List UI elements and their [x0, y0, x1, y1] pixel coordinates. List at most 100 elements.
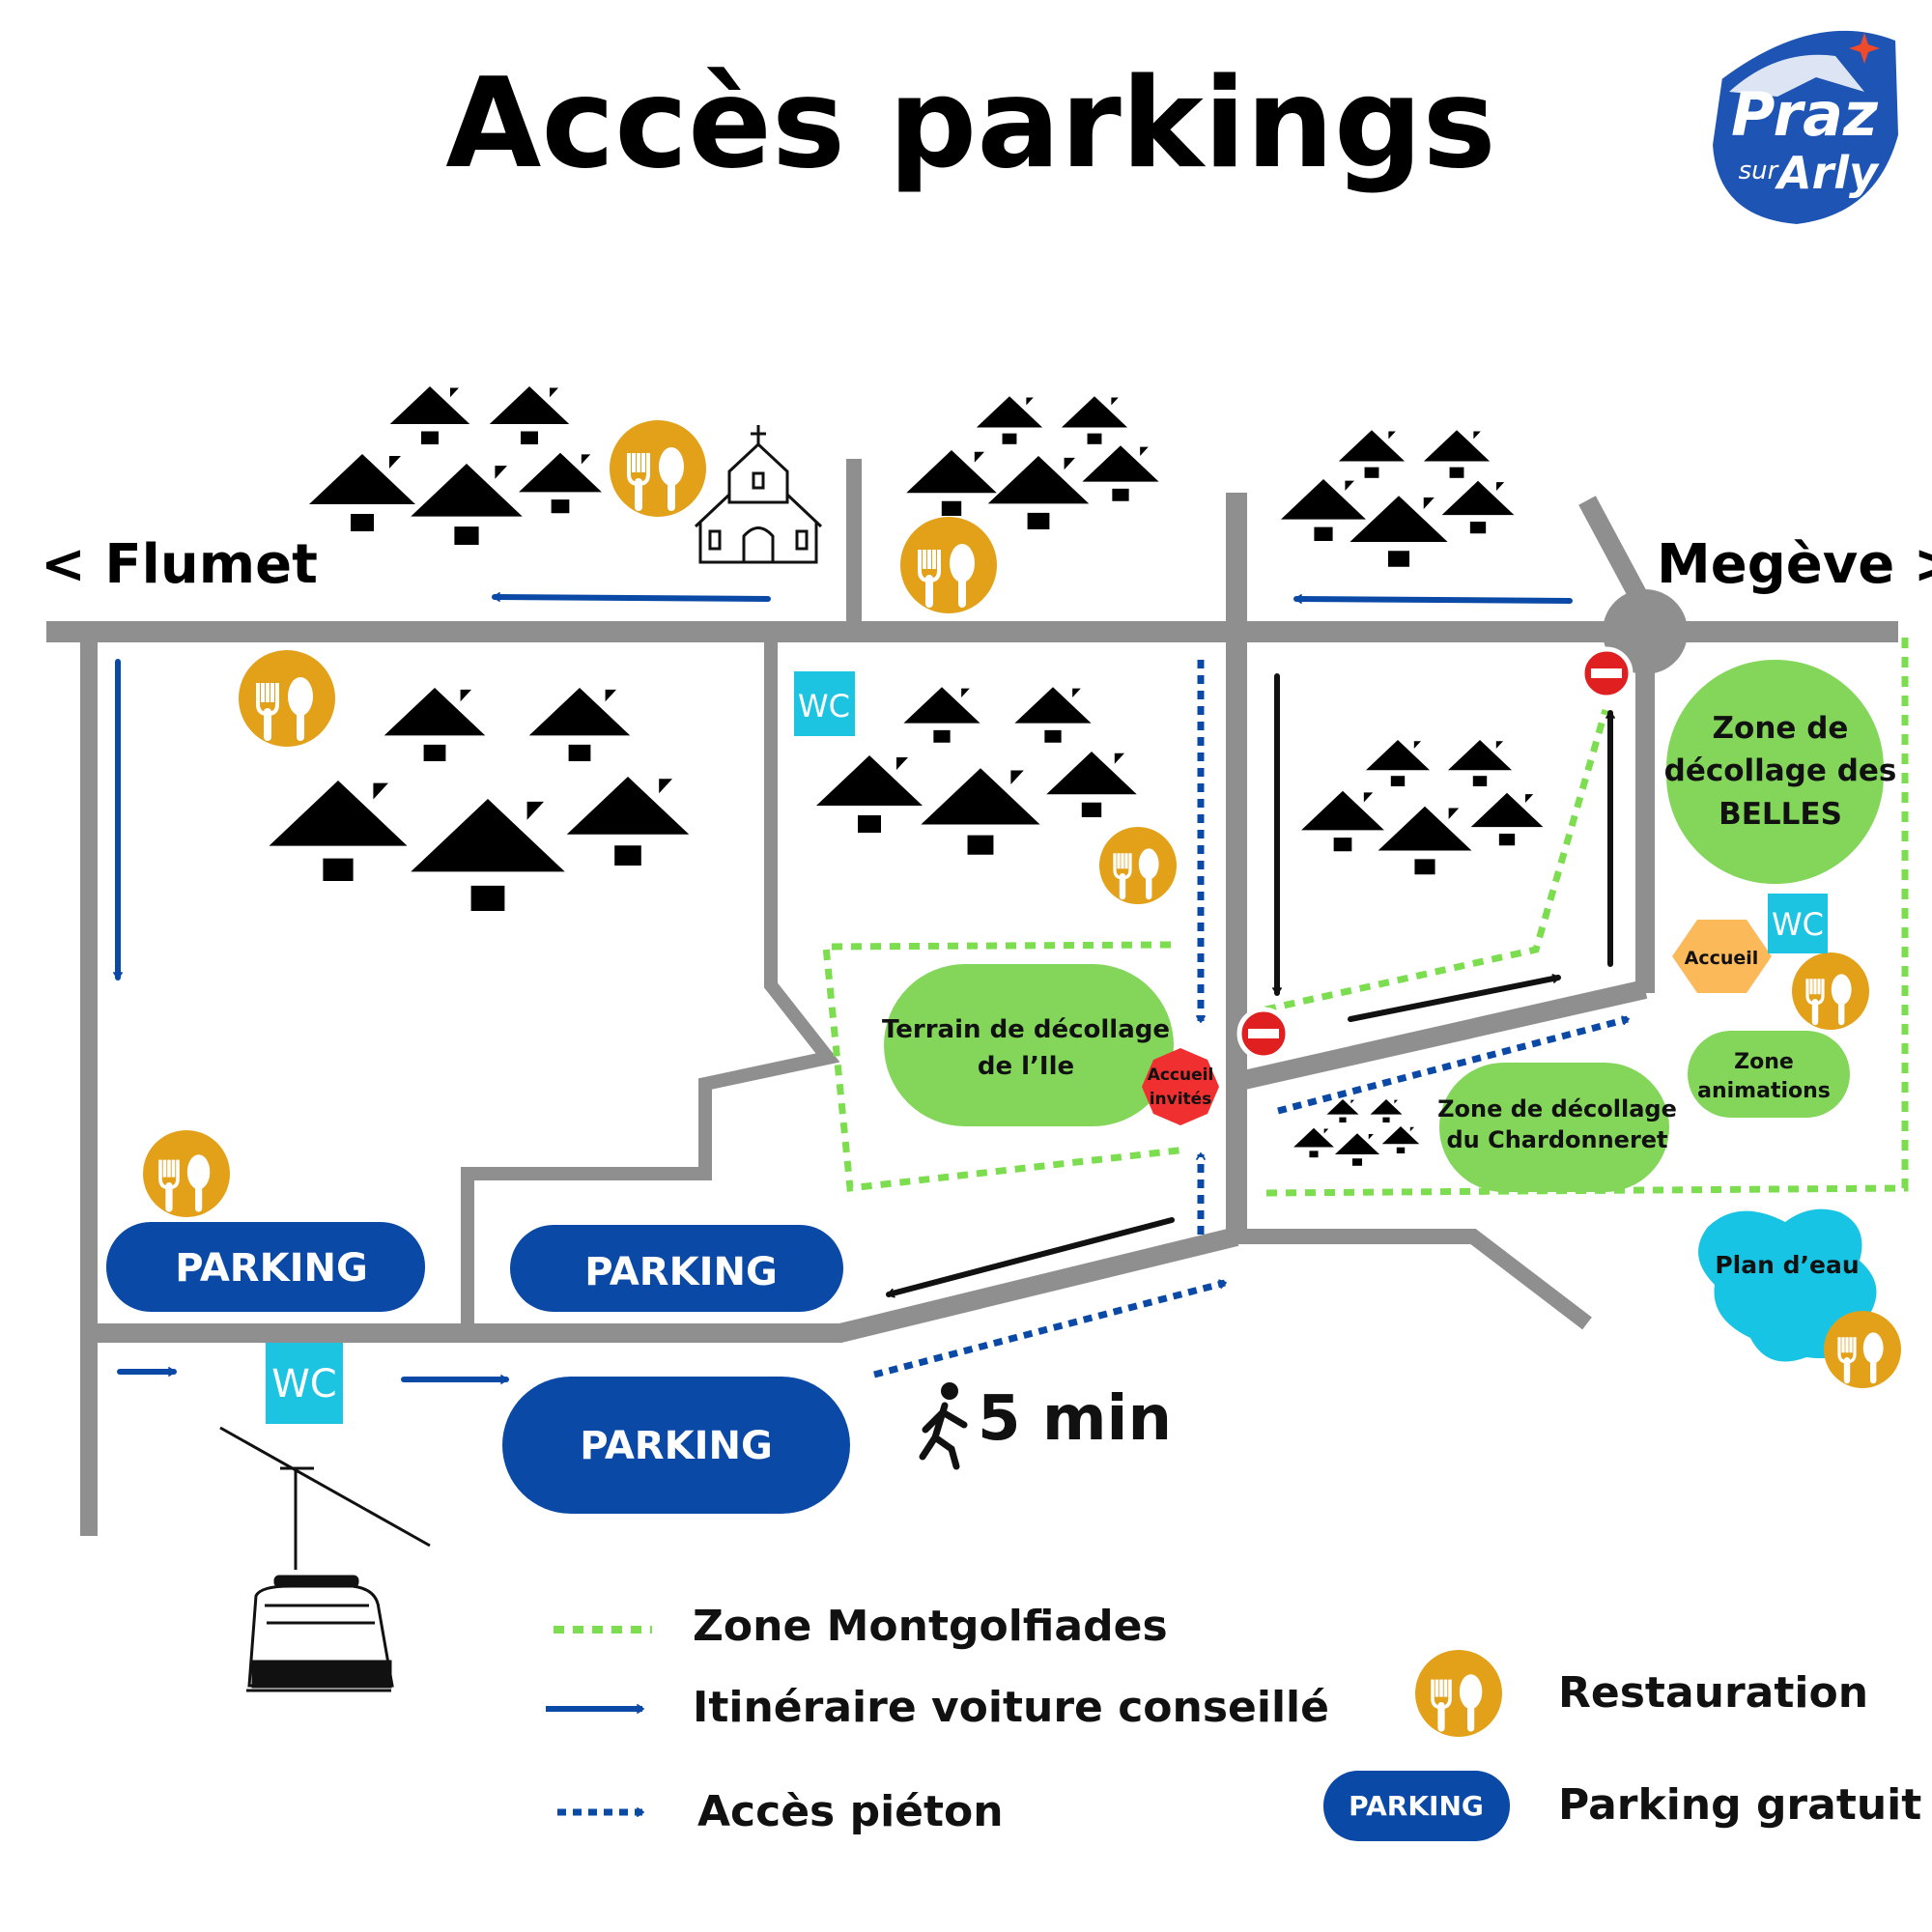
zone-animations-label-1: Zone	[1734, 1050, 1794, 1074]
zone-belles-label-2: décollage des	[1664, 753, 1897, 788]
no-entry-icon	[1582, 649, 1631, 697]
logo-text-praz: Praz	[1731, 79, 1879, 150]
zone-chardonneret: Zone de décollage du Chardonneret	[1437, 1063, 1677, 1192]
zone-ile-label-1: Terrain de décollage	[882, 1015, 1170, 1044]
no-entry-icon	[1239, 1009, 1288, 1058]
logo-text-sur: sur	[1739, 156, 1780, 185]
zone-east-outline	[1263, 638, 1909, 1197]
legend-itineraire-label: Itinéraire voiture conseillé	[693, 1683, 1329, 1732]
zone-ile-outline	[822, 941, 1187, 1192]
house-icon	[1326, 1099, 1359, 1129]
house-icon	[1441, 480, 1515, 549]
legend-restauration-label: Restauration	[1558, 1668, 1868, 1718]
house-icon	[1470, 792, 1544, 861]
accueil-label: Accueil	[1685, 948, 1759, 969]
praz-sur-arly-logo: Praz sur Arly	[1706, 24, 1905, 231]
parking-west: PARKING	[106, 1222, 425, 1312]
house-icon	[384, 688, 486, 781]
zone-ile-label-2: de l’Ile	[978, 1052, 1074, 1081]
accueil-invites-label-2: invités	[1150, 1090, 1212, 1109]
black-arrow-west	[886, 1217, 1175, 1298]
house-icon	[1378, 806, 1472, 894]
restaurant-icon	[239, 650, 335, 747]
legend-parking-badge	[1323, 1771, 1510, 1841]
house-icon	[489, 386, 570, 461]
logo-text-arly: Arly	[1775, 147, 1880, 199]
svg-text:WC: WC	[798, 688, 850, 724]
pedestrian-arrow-east	[1277, 1015, 1630, 1115]
svg-text:WC: WC	[1772, 906, 1824, 943]
wc-east: WC	[1768, 894, 1828, 953]
accueil-invites-label-1: Accueil	[1148, 1065, 1214, 1085]
house-icon	[1370, 1099, 1403, 1129]
zone-chardonneret-label-1: Zone de décollage	[1437, 1095, 1677, 1122]
restaurant-icon	[900, 517, 997, 613]
house-icon	[309, 454, 415, 553]
zone-chardonneret-label-2: du Chardonneret	[1446, 1126, 1667, 1153]
house-icon	[1293, 1127, 1334, 1166]
legend-montgolfiades-label: Zone Montgolfiades	[693, 1602, 1168, 1651]
montgolfiades-zones	[822, 638, 1909, 1197]
zone-belles: Zone de décollage des BELLES	[1664, 660, 1897, 884]
black-arrows	[886, 673, 1615, 1298]
zone-animations: Zone animations	[1688, 1031, 1850, 1118]
zone-belles-label-1: Zone de	[1713, 711, 1849, 746]
village-west-center	[269, 688, 690, 942]
arrow-west-top	[492, 592, 771, 602]
restaurant-icon	[1099, 827, 1177, 904]
church-icon	[694, 425, 823, 564]
house-icon	[1281, 479, 1366, 558]
pedestrian-arrow-south	[873, 1279, 1227, 1378]
road-south-east	[1236, 1229, 1592, 1330]
car-route-arrows	[113, 592, 1573, 1384]
house-icon	[903, 687, 980, 758]
svg-text:PARKING: PARKING	[584, 1250, 778, 1294]
house-icon	[1423, 430, 1491, 492]
house-icon	[921, 768, 1040, 879]
parking-center: PARKING	[510, 1225, 843, 1312]
house-icon	[411, 799, 565, 942]
zone-ile: Terrain de décollage de l’Ile	[882, 964, 1174, 1126]
house-icon	[528, 688, 631, 781]
zone-animations-label-2: animations	[1697, 1079, 1831, 1103]
wc-icon	[794, 671, 855, 736]
direction-flumet: < Flumet	[41, 533, 318, 596]
house-icon	[411, 464, 523, 568]
village-east	[1301, 740, 1544, 894]
svg-text:PARKING: PARKING	[580, 1424, 773, 1468]
house-icon	[1014, 687, 1092, 758]
accueil-badge: Accueil	[1672, 920, 1772, 993]
pedestrian-icon	[919, 1382, 968, 1470]
house-icon	[1061, 396, 1128, 458]
wc-south: WC	[266, 1343, 343, 1424]
house-icon	[269, 781, 408, 909]
legend-pieton-label: Accès piéton	[697, 1787, 1004, 1836]
svg-text:PARKING: PARKING	[175, 1246, 368, 1291]
road-network	[46, 459, 1898, 1536]
house-icon	[519, 452, 602, 530]
village-north-east	[1281, 430, 1515, 587]
gondola-icon	[219, 1426, 431, 1692]
zone-belles-label-3: BELLES	[1719, 797, 1842, 832]
accueil-invites-badge: Accueil invités	[1142, 1048, 1219, 1125]
house-icon	[389, 386, 470, 461]
village-center	[816, 687, 1137, 879]
legend-parking-badge-label: PARKING	[1349, 1790, 1484, 1822]
house-icon	[1082, 445, 1159, 517]
arrow-east-top	[1293, 594, 1573, 604]
house-icon	[816, 755, 923, 854]
road-east-diagonal	[1241, 980, 1648, 1090]
parking-south: PARKING	[502, 1377, 850, 1514]
house-icon	[1448, 740, 1512, 800]
legend: Zone Montgolfiades Itinéraire voiture co…	[546, 1602, 1921, 1841]
restaurant-icon	[1792, 952, 1869, 1030]
direction-megeve: Megève >	[1657, 533, 1932, 596]
village-northwest	[309, 386, 602, 568]
page-title: Accès parkings	[445, 52, 1495, 196]
wc-north: WC	[794, 671, 855, 736]
wc-icon	[266, 1343, 343, 1424]
plan-eau: Plan d’eau	[1698, 1208, 1877, 1362]
road-mid-vertical	[461, 641, 840, 1323]
svg-text:WC: WC	[271, 1362, 336, 1406]
restaurant-icon	[143, 1130, 230, 1217]
